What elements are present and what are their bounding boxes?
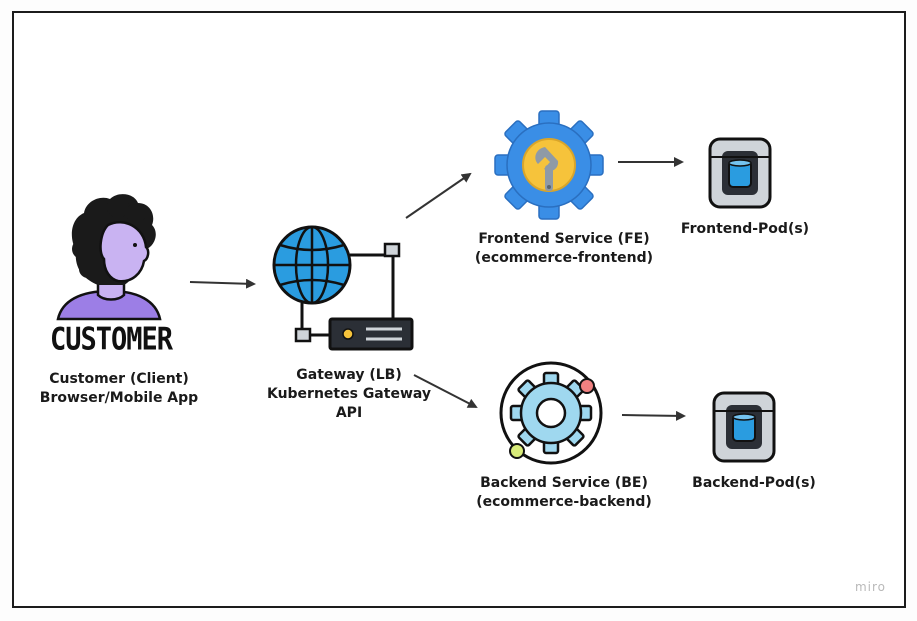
gateway-globe-icon — [272, 225, 401, 343]
gateway-label: Gateway (LB) Kubernetes Gateway API — [254, 366, 444, 423]
diagram-graphics — [56, 110, 776, 465]
backend-pod-label: Backend-Pod(s) — [692, 475, 816, 491]
frontend-pod-icon — [708, 137, 772, 209]
arrow-backend-to-pod — [621, 410, 686, 421]
frontend-pod-label: Frontend-Pod(s) — [680, 221, 810, 237]
frontend-gear-icon — [494, 110, 604, 220]
frontend-service-label-line1: Frontend Service (FE) — [478, 231, 650, 247]
backend-service-label-line2: (ecommerce-backend) — [476, 494, 652, 510]
customer-caption: CUSTOMER — [49, 322, 173, 358]
backend-pod-icon — [712, 391, 776, 463]
customer-avatar-icon — [56, 194, 162, 321]
customer-label: Customer (Client) Browser/Mobile App — [24, 370, 214, 408]
arrow-gateway-to-frontend — [405, 172, 472, 219]
backend-gear-icon — [499, 361, 603, 465]
diagram-canvas: CUSTOMER Customer (Client) Browser/Mobil… — [12, 11, 906, 608]
arrow-customer-to-gateway — [189, 278, 256, 289]
gateway-label-line1: Gateway (LB) — [296, 367, 402, 383]
arrow-gateway-to-backend — [413, 374, 478, 408]
gateway-label-line3: API — [335, 405, 363, 421]
backend-service-label: Backend Service (BE) (ecommerce-backend) — [454, 474, 674, 512]
frontend-service-label: Frontend Service (FE) (ecommerce-fronten… — [454, 230, 674, 268]
customer-label-line2: Browser/Mobile App — [39, 390, 199, 406]
customer-label-line1: Customer (Client) — [49, 371, 189, 387]
miro-watermark: miro — [854, 580, 886, 594]
gateway-label-line2: Kubernetes Gateway — [266, 386, 432, 402]
gateway-server-icon — [328, 317, 414, 351]
frontend-service-label-line2: (ecommerce-frontend) — [474, 250, 654, 266]
backend-service-label-line1: Backend Service (BE) — [480, 475, 648, 491]
